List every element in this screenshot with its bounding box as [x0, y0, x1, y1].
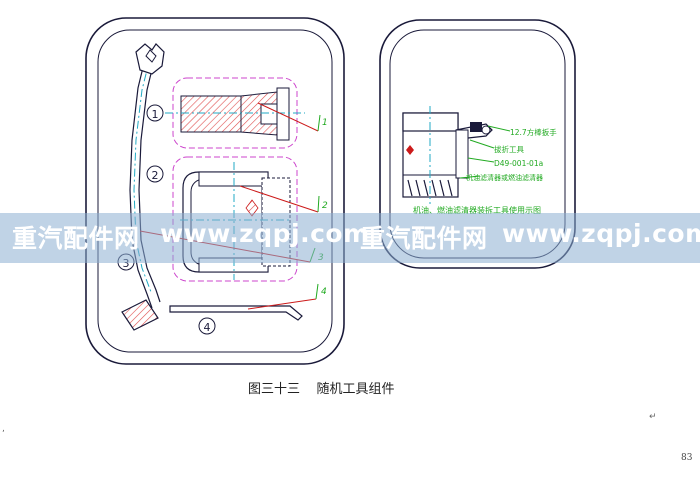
part-2-number: 2 — [152, 169, 159, 182]
right-panel: 12.7方棒扳手 拔折工具 D49-001-01a 机油滤清器或燃油滤清器 机油… — [379, 19, 576, 269]
figure-label: 图三十三 — [248, 382, 301, 397]
part-4-leader-line — [247, 298, 317, 310]
page-number: 83 — [681, 453, 693, 463]
part-1-leader-tick — [317, 114, 321, 132]
paragraph-mark-left-icon: , — [2, 424, 5, 434]
socket-square-drive — [260, 103, 278, 125]
part-1-socket: 1 1 — [146, 77, 328, 149]
part-1-number: 1 — [152, 108, 159, 121]
part-4-leader-tick — [315, 283, 319, 300]
part-2-callout-circle — [146, 165, 164, 183]
strap-tool-body — [455, 129, 469, 179]
socket-rim — [276, 87, 290, 141]
filter-ribs — [407, 179, 453, 197]
label-tool: 拔折工具 — [494, 144, 524, 154]
left-panel-outer-border — [85, 17, 345, 365]
watermark-url-2: www.zqpj.com — [502, 219, 700, 248]
filter-leader — [459, 175, 481, 179]
part-4-leader-label: 4 — [321, 287, 327, 297]
strap-tool-square — [470, 122, 482, 132]
watermark-text: 重汽配件网 www.zqpj.com 重汽配件网 www.zqpj.com — [0, 219, 700, 259]
left-panel-inner-border — [97, 29, 333, 353]
part-4-callout-circle — [198, 317, 216, 335]
figure-caption: 图三十三 随机工具组件 — [248, 378, 395, 397]
right-panel-outer-border — [379, 19, 576, 269]
part-2-leader-tick — [317, 195, 320, 213]
part-3-pry-bar: 3 3 — [117, 43, 324, 331]
strap-tool-pivot — [481, 125, 491, 135]
label-part-number: D49-001-01a — [494, 159, 543, 168]
label-wrench: 12.7方棒扳手 — [510, 127, 557, 137]
part-4-number: 4 — [204, 321, 211, 334]
part-3-number: 3 — [123, 257, 130, 270]
watermark-url-1: www.zqpj.com — [160, 219, 370, 248]
partno-leader — [467, 157, 495, 163]
watermark-brand-1: 重汽配件网 — [12, 224, 140, 253]
wrench-leader — [487, 125, 511, 132]
tool-leader — [469, 139, 495, 149]
right-panel-title: 机油、燃油滤清器装拆工具使用示图 — [413, 205, 541, 215]
flat-bar-shape — [169, 305, 303, 321]
bar-bottom-tip — [121, 299, 159, 331]
filter-drive-mark — [406, 145, 414, 155]
socket-body — [180, 95, 242, 133]
part-1-callout-circle — [146, 104, 164, 122]
part-4-flat-bar: 4 4 — [169, 283, 327, 335]
part-2-leader-label: 2 — [322, 201, 328, 211]
part-1-leader-label: 1 — [322, 118, 328, 128]
bar-top-hook — [135, 43, 165, 75]
watermark-band — [0, 213, 700, 263]
watermark-brand-2: 重汽配件网 — [360, 224, 488, 253]
left-panel — [85, 17, 345, 365]
part-1-leader-line — [257, 102, 319, 132]
part-2-leader-line — [239, 185, 319, 213]
bar-top-hook-slot — [145, 49, 157, 63]
figure-title: 随机工具组件 — [316, 382, 395, 397]
paragraph-mark-icon: ↵ — [649, 412, 657, 422]
label-filter: 机油滤清器或燃油滤清器 — [466, 173, 543, 182]
bar-edge-left — [129, 54, 153, 309]
bar-centerline — [133, 57, 152, 293]
